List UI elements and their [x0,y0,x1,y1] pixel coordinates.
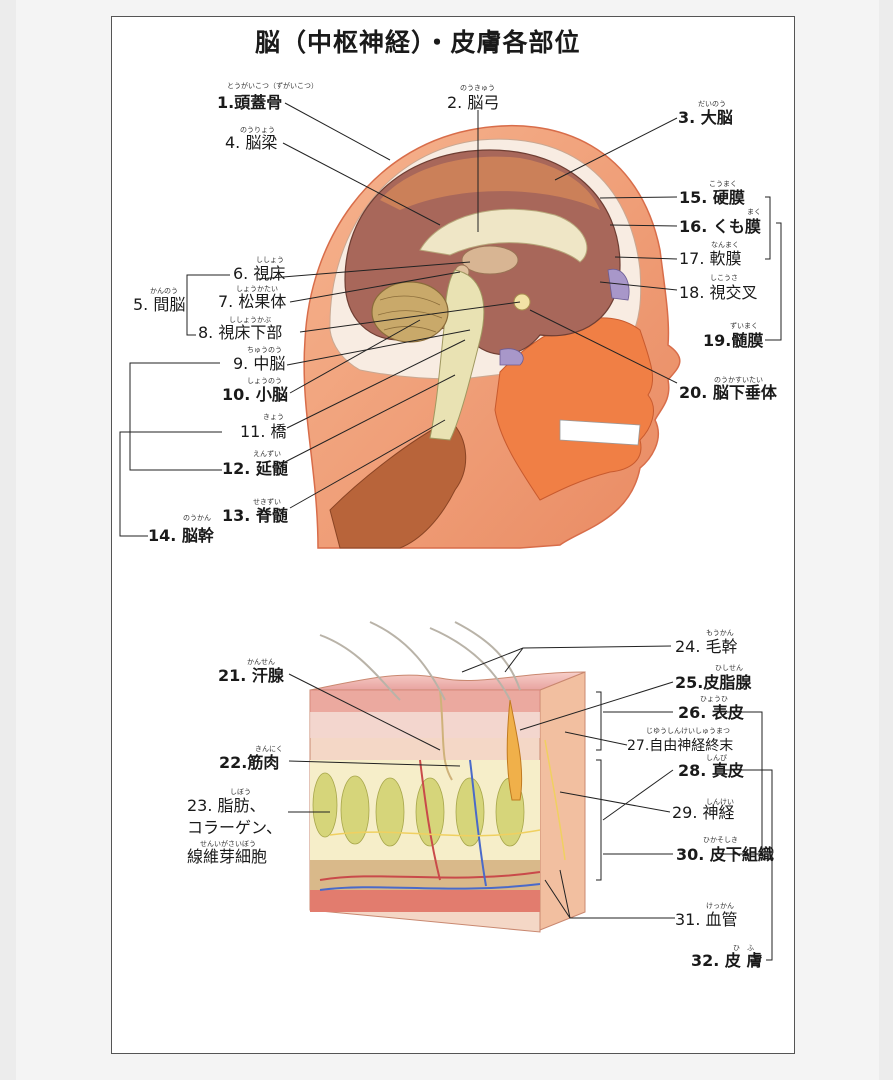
ruby-subcutaneous: ひかそしき [703,836,738,844]
ruby-fornix: のうきゅう [460,84,495,92]
label-skin: 32. 皮 膚 [691,951,763,970]
blood-vessels [319,759,541,881]
page-margin-right [879,0,893,1080]
label-skull: 1.頭蓋骨 [217,93,283,112]
ruby-midbrain: ちゅうのう [247,346,282,354]
ruby-pineal-body: しょうかたい [236,285,278,293]
label-fat: 23. 脂肪、 [187,796,266,815]
ruby-fibroblast: せんいがさいぼう [200,840,256,848]
ruby-blood-vessel: けっかん [706,902,734,910]
ruby-hair-shaft: もうかん [706,629,734,637]
head-section [303,124,681,549]
label-dermis: 28. 真皮 [678,761,744,780]
ruby-arachnoid: まく [747,208,761,216]
nerve-fibers [329,739,566,861]
label-collagen: コラーゲン、 [187,818,283,837]
ruby-fat: しぼう [230,788,251,796]
ruby-pia-mater: なんまく [711,241,739,249]
label-pituitary: 20. 脳下垂体 [679,383,777,402]
label-sebaceous: 25.皮脂腺 [675,673,752,692]
corpus-callosum [419,208,588,263]
pituitary-gland [513,293,531,311]
label-corpus-callosum: 4. 脳梁 [225,133,278,152]
label-medulla: 12. 延髄 [222,459,288,478]
ruby-skin: ひ ふ [733,944,754,952]
hair-follicle [506,699,523,801]
ruby-hypothalamus: ししょうかぶ [229,316,271,324]
label-optic-chiasm: 18. 視交叉 [679,283,758,302]
ruby-sweat-gland: かんせん [247,658,275,666]
label-spinal-cord: 13. 脊髄 [222,506,288,525]
label-hypothalamus: 8. 視床下部 [198,323,283,342]
blood-vessels-blue [319,759,541,891]
label-midbrain: 9. 中脳 [233,354,286,373]
label-pia-mater: 17. 軟膜 [679,249,742,268]
label-pons: 11. 橋 [240,422,287,441]
face-bone [494,317,654,501]
chiasm-region [607,268,630,301]
label-epidermis: 26. 表皮 [678,703,744,722]
sweat-gland-duct [439,689,453,781]
label-arachnoid: 16. くも膜 [679,217,761,236]
label-sweat-gland: 21. 汗腺 [218,666,284,685]
label-thalamus: 6. 視床 [233,264,286,283]
label-cerebellum: 10. 小脳 [222,385,288,404]
ruby-cerebellum: しょうのう [247,377,282,385]
ruby-spinal-cord: せきずい [253,498,281,506]
ruby-pons: きょう [263,413,284,421]
label-dura-mater: 15. 硬膜 [679,188,745,207]
cerebellum [371,281,449,343]
label-fibroblast: 線維芽細胞 [187,847,268,866]
ruby-cerebrum: だいのう [698,100,726,108]
hair-shafts [319,621,521,701]
label-subcutaneous: 30. 皮下組織 [676,845,774,864]
ruby-diencephalon: かんのう [150,287,178,295]
ruby-dura-mater: こうまく [709,180,737,188]
ruby-muscle: きんにく [255,745,283,753]
ruby-pituitary: のうかすいたい [714,376,763,384]
label-nerve: 29. 神経 [672,803,735,822]
label-diencephalon: 5. 間脳 [133,295,186,314]
leader-lines [119,102,782,961]
label-free-nerve-ending: 27.自由神経終末 [627,738,734,754]
ruby-corpus-callosum: のうりょう [240,126,275,134]
muscle-layer [310,890,540,912]
cerebellum-folds [377,295,443,333]
skin-section [309,621,586,933]
label-blood-vessel: 31. 血管 [675,910,738,929]
ruby-brainstem: のうかん [183,514,211,522]
ruby-thalamus: ししょう [256,256,284,264]
dermis-band [310,712,540,738]
epidermis-layer [310,690,540,712]
thalamus [461,245,519,275]
ruby-free-nerve-ending: じゆうしんけいしゅうまつ [646,727,730,735]
diagram-title: 脳（中枢神経）・皮膚各部位 [255,28,581,57]
cerebrum-outer [380,156,600,210]
ruby-medulla: えんずい [253,450,281,458]
page-margin-left [0,0,16,1080]
label-hair-shaft: 24. 毛幹 [675,637,738,656]
ruby-sebaceous: ひしせん [715,664,743,672]
label-meninges: 19.髄膜 [703,331,764,350]
ruby-skull: とうがいこつ（ずがいこつ） [227,82,318,90]
ruby-epidermis: ひょうひ [700,695,728,703]
label-muscle: 22.筋肉 [219,753,280,772]
neck-vertebrae [329,419,467,549]
ruby-dermis: しんぴ [706,754,727,762]
teeth [559,419,641,446]
label-pineal-body: 7. 松果体 [218,292,287,311]
label-brainstem: 14. 脳幹 [148,526,214,545]
label-cerebrum: 3. 大脳 [678,108,733,127]
label-fornix: 2. 脳弓 [447,93,500,112]
ruby-optic-chiasm: しこうさ [710,274,738,282]
epidermis-top [309,671,586,691]
ruby-meninges: ずいまく [730,322,758,330]
skin-block-side [539,671,586,931]
ruby-nerve: しんけい [706,798,734,806]
sinus-region [499,348,524,366]
